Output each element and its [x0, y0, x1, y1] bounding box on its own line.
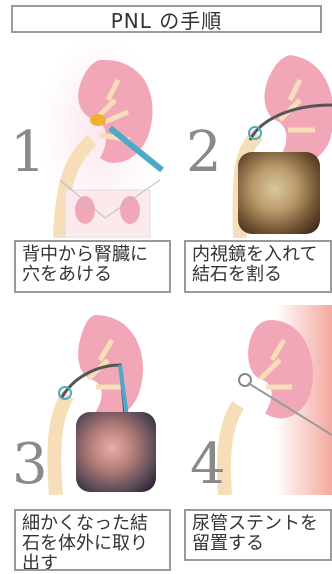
step-1-caption: 背中から腎臓に穴をあける — [14, 240, 171, 293]
step-2-number: 2 — [186, 125, 222, 181]
step-3-caption: 細かくなった結石を体外に取り出す — [14, 509, 171, 571]
endoscope-image-fragments — [76, 412, 156, 492]
page-title: PNL の手順 — [11, 5, 322, 33]
step-2-caption: 内視鏡を入れて結石を割る — [184, 240, 332, 293]
step-4-caption: 尿管ステントを留置する — [184, 509, 332, 561]
step-1-number: 1 — [10, 125, 46, 181]
step-4-number: 4 — [190, 437, 226, 493]
step-3-number: 3 — [12, 437, 48, 493]
endoscope-image-stone — [238, 152, 320, 234]
